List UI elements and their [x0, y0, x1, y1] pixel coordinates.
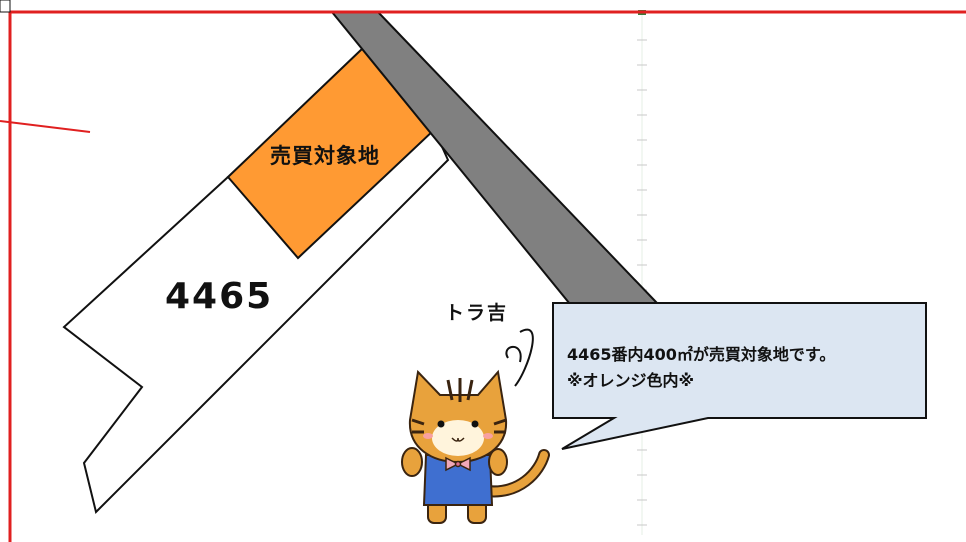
tiger-cat-mascot-icon	[401, 369, 550, 524]
name-pointer-loop	[505, 345, 522, 363]
character-name: トラ吉	[445, 302, 509, 324]
bow-tie-icon	[445, 456, 471, 472]
corner-cell	[0, 0, 11, 13]
callout-text: 4465番内400㎡が売買対象地です。 ※オレンジ色内※	[567, 342, 927, 394]
lot-number-label: 4465	[165, 276, 274, 317]
boundary-line	[0, 120, 91, 133]
callout-line-2: ※オレンジ色内※	[567, 371, 695, 390]
callout-line-1: 4465番内400㎡が売買対象地です。	[567, 345, 836, 364]
speech-bubble	[552, 302, 927, 450]
name-pointer	[514, 328, 534, 387]
target-parcel-label: 売買対象地	[270, 144, 380, 168]
